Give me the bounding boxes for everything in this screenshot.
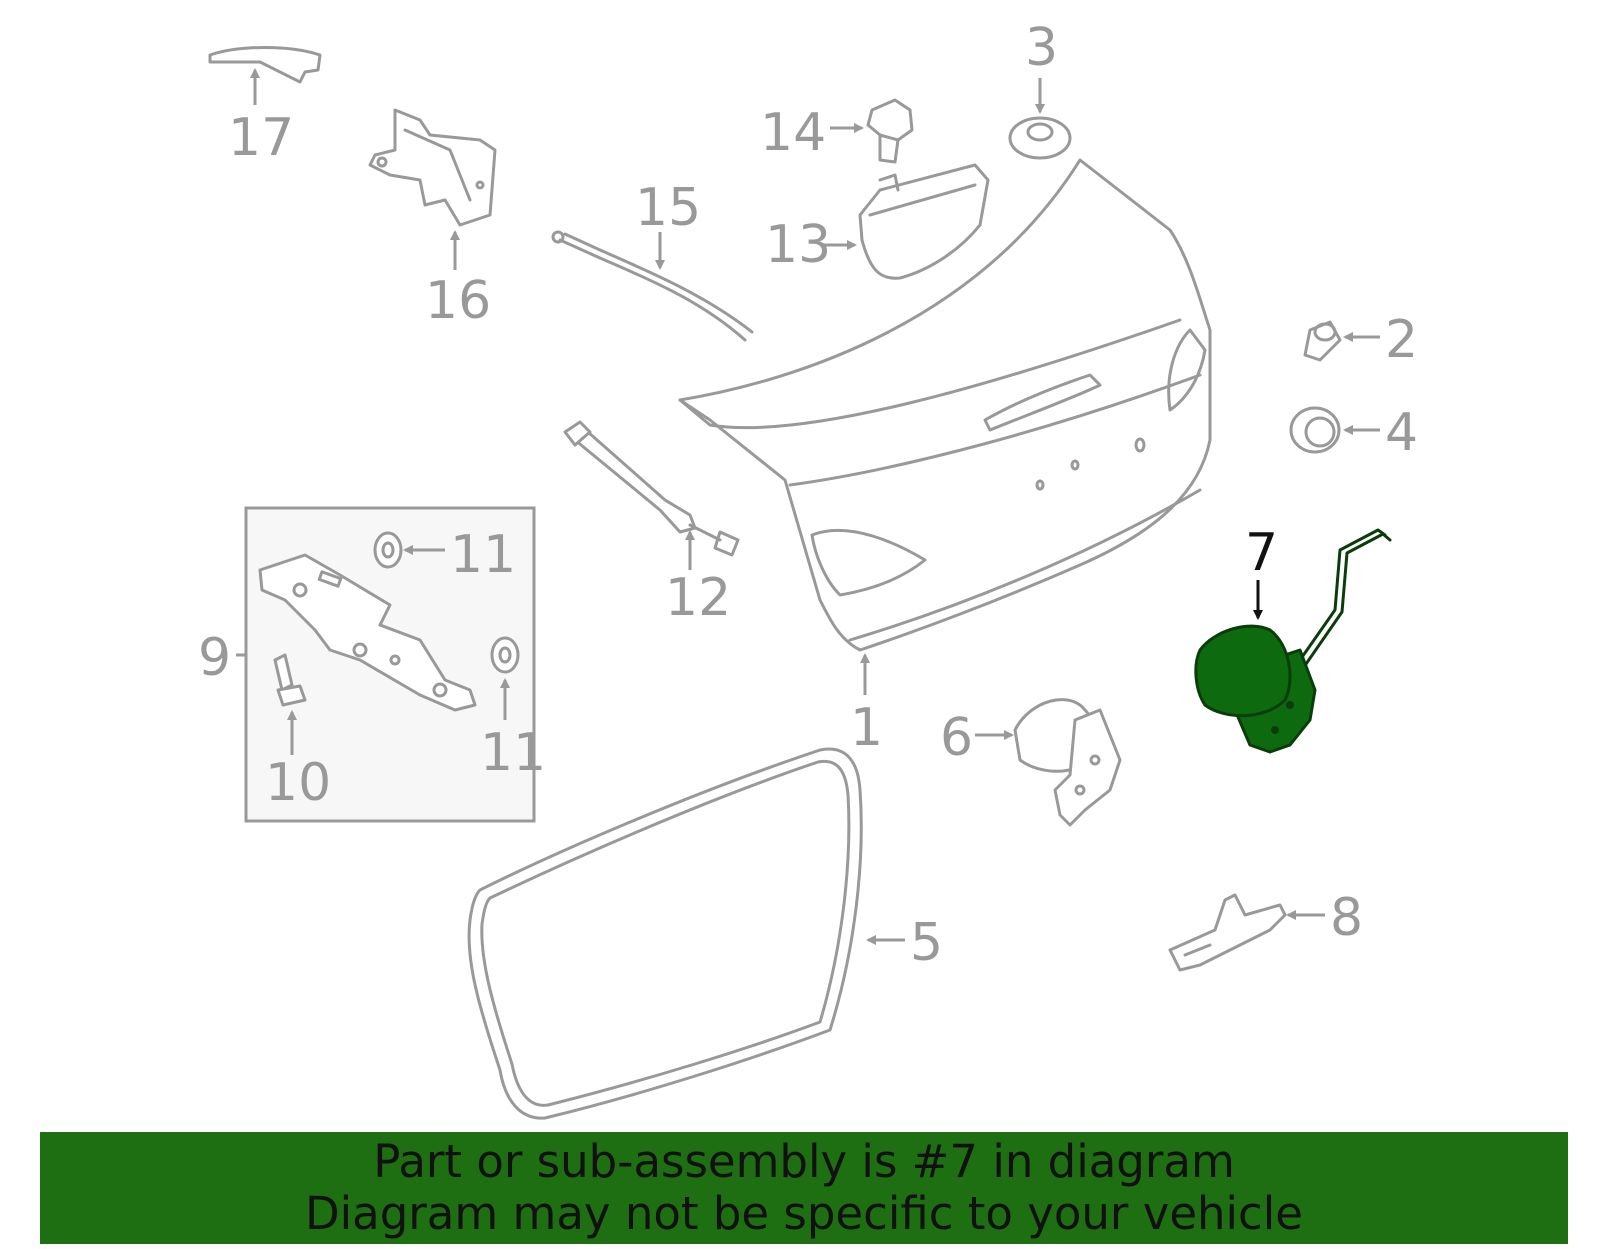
banner-line-1: Part or sub-assembly is #7 in diagram — [373, 1135, 1235, 1188]
part-6-latch: 6 — [940, 698, 1122, 827]
info-banner: Part or sub-assembly is #7 in diagram Di… — [40, 1132, 1568, 1244]
part-9-hinge-assembly: 9 10 11 11 — [198, 506, 546, 823]
callout-1: 1 — [850, 698, 883, 758]
part-12-gas-strut: 12 — [563, 420, 740, 628]
callout-13: 13 — [765, 215, 831, 275]
callout-16: 16 — [425, 271, 491, 331]
banner-line-2: Diagram may not be specific to your vehi… — [305, 1187, 1303, 1240]
part-4-bushing: 4 — [1289, 403, 1418, 463]
part-3-grommet: 3 — [1008, 18, 1072, 160]
callout-11b: 11 — [480, 723, 546, 783]
callout-5: 5 — [910, 913, 943, 973]
part-16-hinge-bracket: 16 — [368, 108, 497, 331]
callout-6: 6 — [940, 708, 973, 768]
callout-17: 17 — [228, 108, 294, 168]
callout-12: 12 — [665, 568, 731, 628]
part-2-plug: 2 — [1303, 310, 1418, 370]
callout-3: 3 — [1025, 18, 1058, 78]
part-5-weatherstrip: 5 — [467, 747, 943, 1120]
callout-10: 10 — [265, 753, 331, 813]
part-15-release-cable: 15 — [551, 178, 754, 342]
callout-11a: 11 — [450, 525, 516, 585]
callout-9: 9 — [198, 628, 231, 688]
part-1-trunk-lid: 1 — [678, 158, 1212, 758]
part-7-latch-highlighted: 7 — [1194, 523, 1392, 754]
callout-8: 8 — [1330, 888, 1363, 948]
part-14-bumper-stop: 14 — [760, 98, 914, 164]
callout-4: 4 — [1385, 403, 1418, 463]
part-13-handle-cover: 13 — [765, 163, 990, 280]
callout-7: 7 — [1245, 523, 1278, 583]
callout-15: 15 — [635, 178, 701, 238]
callout-2: 2 — [1385, 310, 1418, 370]
callout-14: 14 — [760, 103, 826, 163]
part-17-trim-strip: 17 — [208, 46, 322, 168]
part-8-striker: 8 — [1168, 888, 1363, 972]
